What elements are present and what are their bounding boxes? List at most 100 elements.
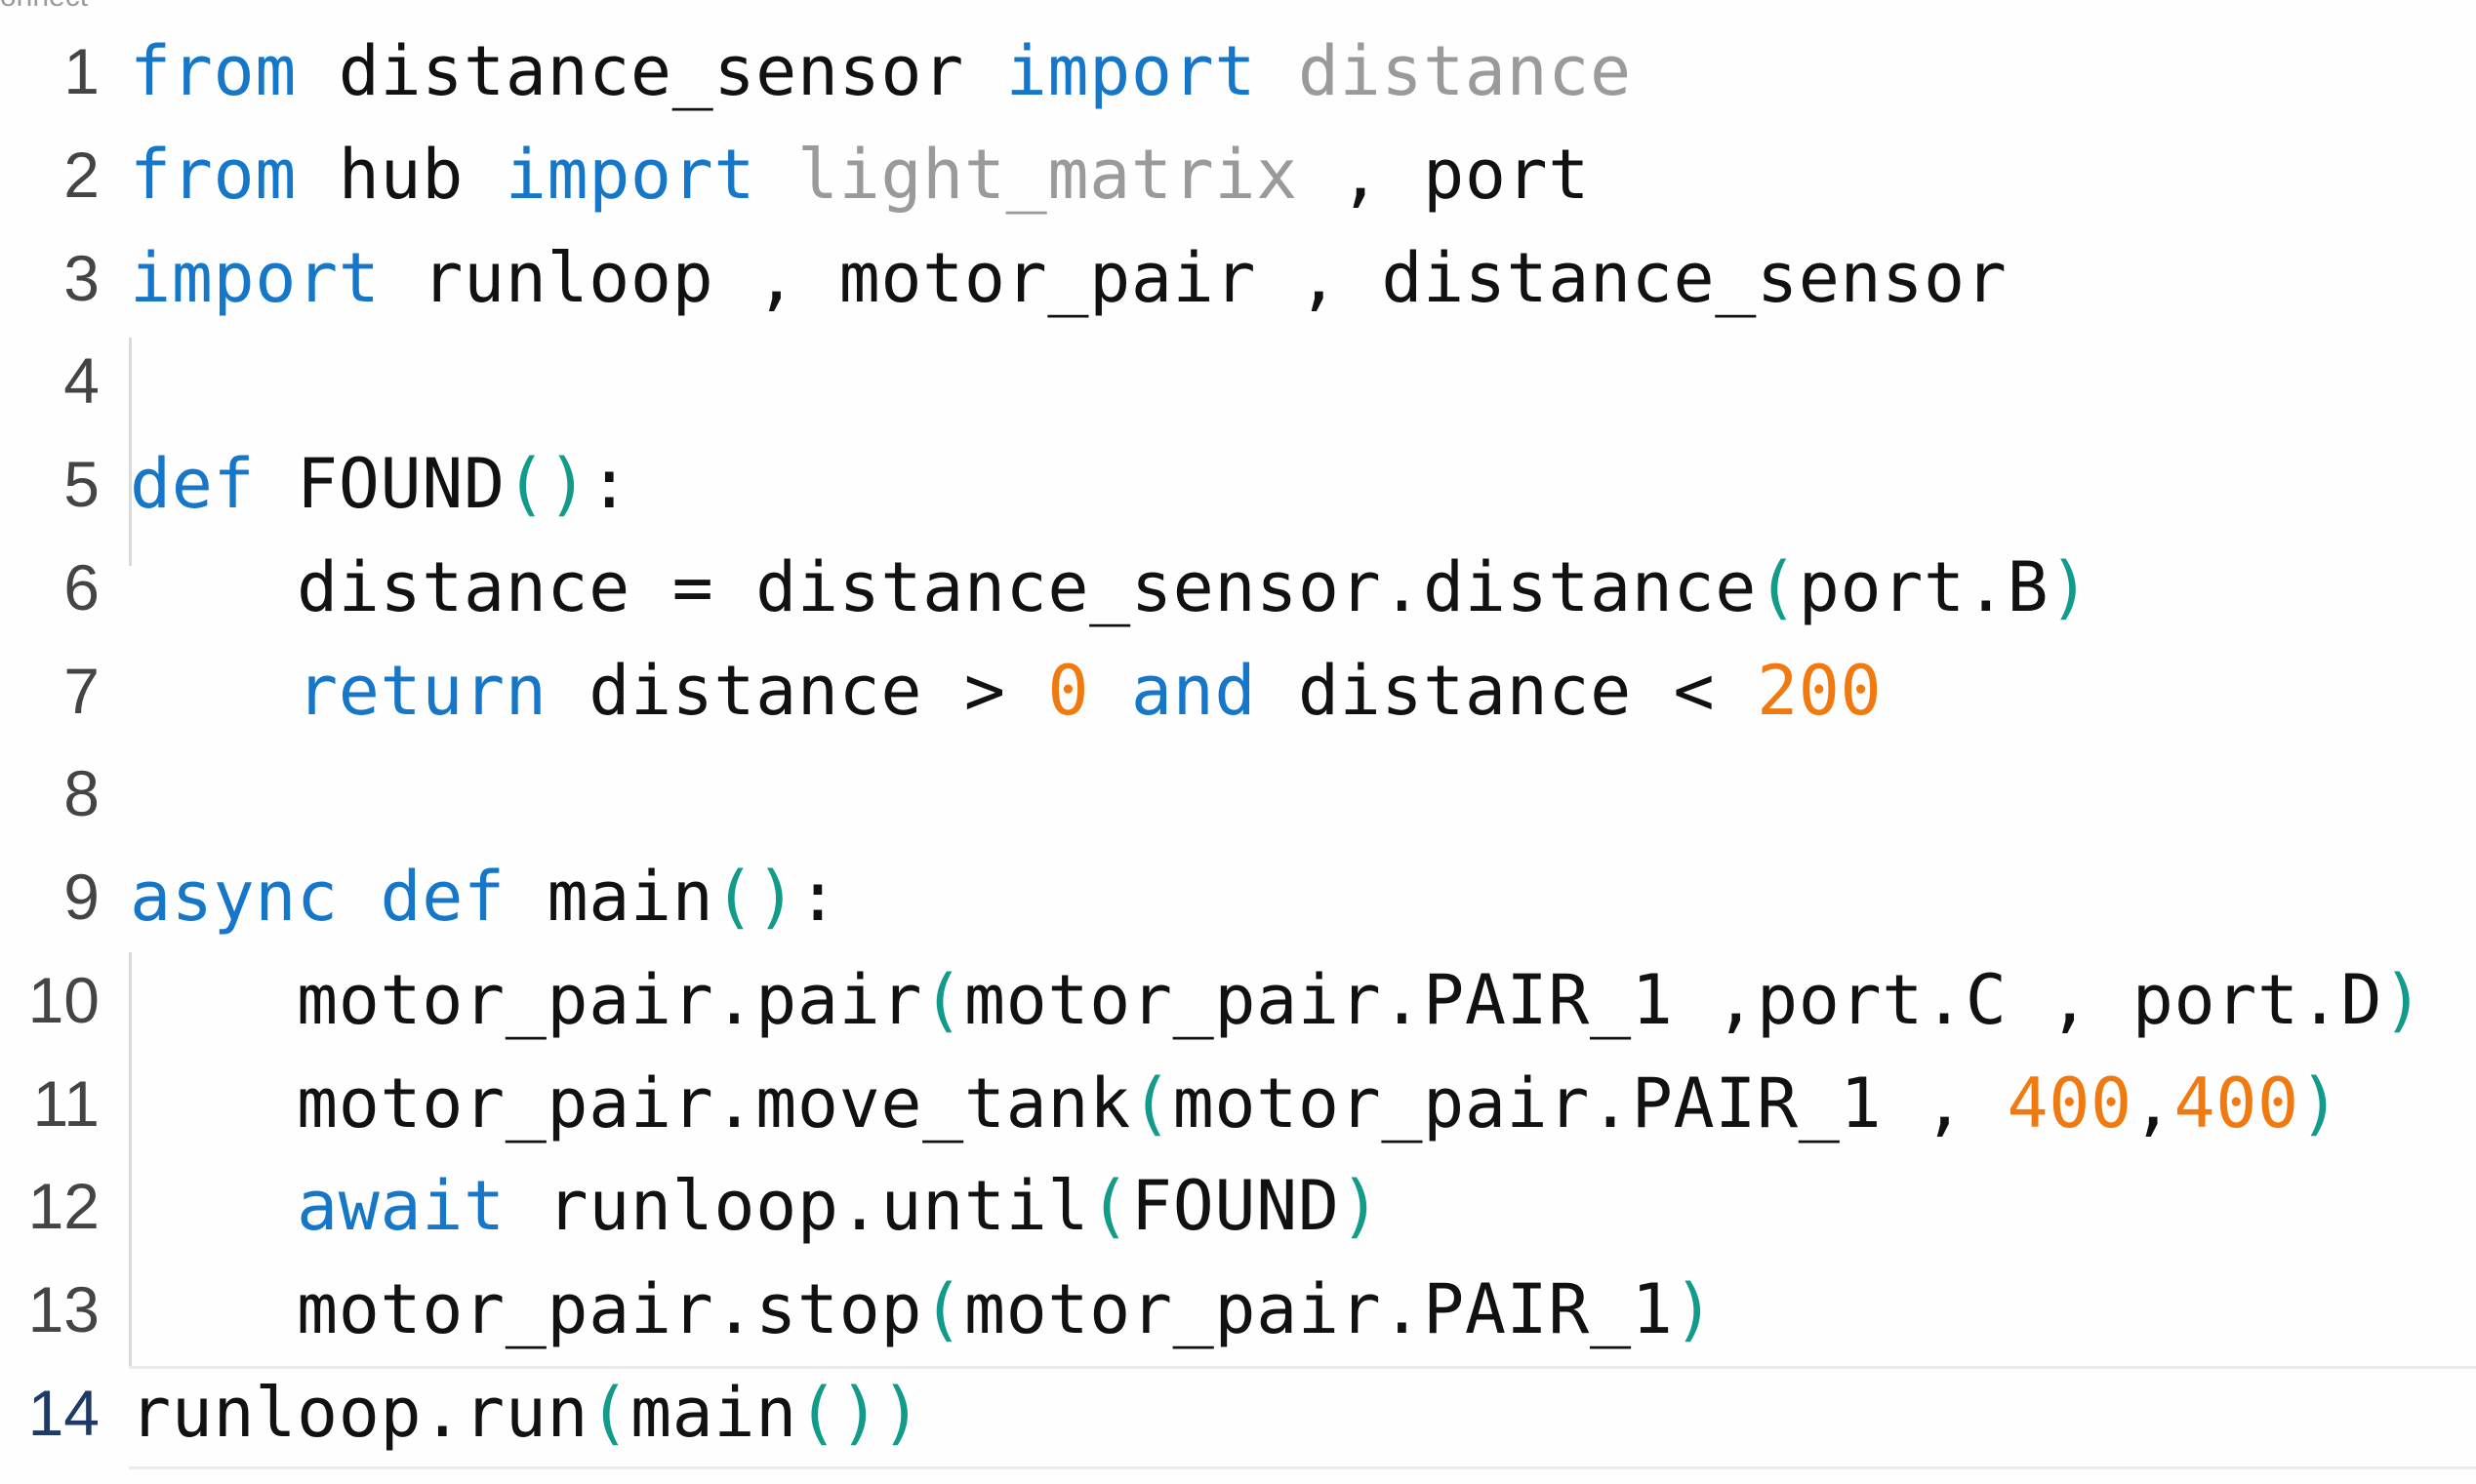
code-token: return: [296, 651, 548, 731]
line-number: 11: [32, 1067, 100, 1140]
code-token: ): [880, 1373, 923, 1453]
code-token: and: [1130, 651, 1257, 731]
code-token: import: [130, 238, 381, 318]
code-token: FOUND: [1130, 1166, 1340, 1246]
code-token: motor_pair.stop: [130, 1269, 923, 1349]
code-token: ): [2382, 960, 2424, 1040]
code-token: ): [1673, 1269, 1716, 1349]
code-token: distance >: [547, 651, 1048, 731]
code-line[interactable]: 1 from distance_sensor import distance: [0, 20, 2476, 123]
code-token: ): [1339, 1166, 1382, 1246]
code-text[interactable]: from hub import light_matrix , port: [130, 123, 1590, 226]
code-line[interactable]: 11 motor_pair.move_tank(motor_pair.PAIR_…: [0, 1052, 2476, 1155]
code-line[interactable]: 3 import runloop , motor_pair , distance_…: [0, 226, 2476, 330]
code-token: await: [296, 1166, 506, 1246]
code-token: (: [1757, 547, 1799, 627]
code-line[interactable]: 12 await runloop.until(FOUND): [0, 1154, 2476, 1258]
indent-guide: [129, 952, 132, 1366]
code-token: motor_pair.PAIR_1: [963, 1269, 1674, 1349]
code-token: (): [505, 444, 589, 524]
code-token: async: [130, 857, 339, 937]
code-token: runloop.until: [505, 1166, 1090, 1246]
code-line[interactable]: 4: [0, 329, 2476, 432]
line-number: 3: [63, 242, 100, 314]
code-token: distance: [1256, 31, 1632, 111]
code-token: ,: [2131, 1063, 2174, 1143]
line-number: 13: [27, 1273, 100, 1345]
code-token: (): [796, 1373, 881, 1453]
code-token: 0: [1047, 651, 1090, 731]
code-token: def: [130, 444, 256, 524]
code-token: :: [796, 857, 839, 937]
line-number: 8: [63, 757, 100, 829]
code-token: from: [130, 31, 297, 111]
code-token: hub: [296, 135, 506, 215]
code-token: [1089, 651, 1131, 731]
code-line[interactable]: 9 async def main():: [0, 845, 2476, 948]
code-token: (: [1130, 1063, 1173, 1143]
code-token: runloop.run: [130, 1373, 589, 1453]
code-line[interactable]: 6 distance = distance_sensor.distance(po…: [0, 536, 2476, 639]
line-number: 5: [63, 448, 100, 520]
code-line[interactable]: 5 def FOUND():: [0, 432, 2476, 536]
code-token: :: [589, 444, 630, 524]
code-token: ): [2049, 547, 2090, 627]
code-token: motor_pair.move_tank: [130, 1063, 1131, 1143]
code-token: import: [1005, 31, 1257, 111]
code-token: [130, 1166, 297, 1246]
code-line[interactable]: 8: [0, 742, 2476, 845]
code-token: import: [505, 135, 756, 215]
code-line[interactable]: 2 from hub import light_matrix , port: [0, 123, 2476, 226]
code-text[interactable]: motor_pair.pair(motor_pair.PAIR_1 ,port.…: [130, 948, 2424, 1052]
code-token: , port: [1297, 135, 1591, 215]
code-token: 400: [2007, 1063, 2132, 1143]
code-text[interactable]: async def main():: [130, 845, 839, 948]
code-text[interactable]: motor_pair.stop(motor_pair.PAIR_1): [130, 1258, 1715, 1361]
code-line[interactable]: 7 return distance > 0 and distance < 200: [0, 639, 2476, 742]
code-token: main: [505, 857, 714, 937]
code-text[interactable]: def FOUND():: [130, 432, 630, 536]
code-token: distance = distance_sensor.distance: [130, 547, 1757, 627]
code-text[interactable]: runloop.run(main()): [130, 1361, 922, 1464]
code-token: (: [589, 1373, 630, 1453]
line-number: 10: [27, 964, 100, 1036]
code-token: light_matrix: [755, 135, 1298, 215]
code-text[interactable]: from distance_sensor import distance: [130, 20, 1632, 123]
code-token: distance <: [1256, 651, 1758, 731]
code-token: (: [922, 960, 964, 1040]
code-token: [130, 651, 297, 731]
line-number: 12: [27, 1170, 100, 1242]
code-text[interactable]: motor_pair.move_tank(motor_pair.PAIR_1 ,…: [130, 1052, 2340, 1155]
line-number: 14: [27, 1377, 100, 1449]
code-token: motor_pair.PAIR_1 ,: [1172, 1063, 2008, 1143]
code-token: 400: [2173, 1063, 2299, 1143]
line-number: 4: [63, 344, 100, 417]
line-number: 7: [63, 655, 100, 727]
code-token: 200: [1757, 651, 1883, 731]
code-line[interactable]: 14 runloop.run(main()): [0, 1361, 2476, 1464]
code-token: from: [130, 135, 297, 215]
line-number: 9: [63, 861, 100, 933]
code-token: def: [380, 857, 506, 937]
line-number: 2: [63, 139, 100, 211]
code-token: distance_sensor: [296, 31, 1006, 111]
code-token: FOUND: [255, 444, 506, 524]
code-token: motor_pair.PAIR_1 ,port.C , port.D: [963, 960, 2383, 1040]
current-line-highlight: [129, 1366, 2476, 1469]
code-token: motor_pair.pair: [130, 960, 923, 1040]
code-line[interactable]: 10 motor_pair.pair(motor_pair.PAIR_1 ,po…: [0, 948, 2476, 1052]
code-text[interactable]: return distance > 0 and distance < 200: [130, 639, 1882, 742]
code-token: (: [922, 1269, 964, 1349]
code-token: (): [713, 857, 797, 937]
code-token: (: [1089, 1166, 1131, 1246]
code-line[interactable]: 13 motor_pair.stop(motor_pair.PAIR_1): [0, 1258, 2476, 1361]
code-text[interactable]: import runloop , motor_pair , distance_s…: [130, 226, 2007, 330]
code-text[interactable]: distance = distance_sensor.distance(port…: [130, 536, 2090, 639]
code-token: port.B: [1798, 547, 2050, 627]
line-number: 1: [63, 35, 100, 107]
code-token: runloop , motor_pair , distance_sensor: [380, 238, 2008, 318]
code-text[interactable]: await runloop.until(FOUND): [130, 1154, 1381, 1258]
code-token: ): [2298, 1063, 2341, 1143]
header-fragment: onnect: [0, 0, 88, 12]
